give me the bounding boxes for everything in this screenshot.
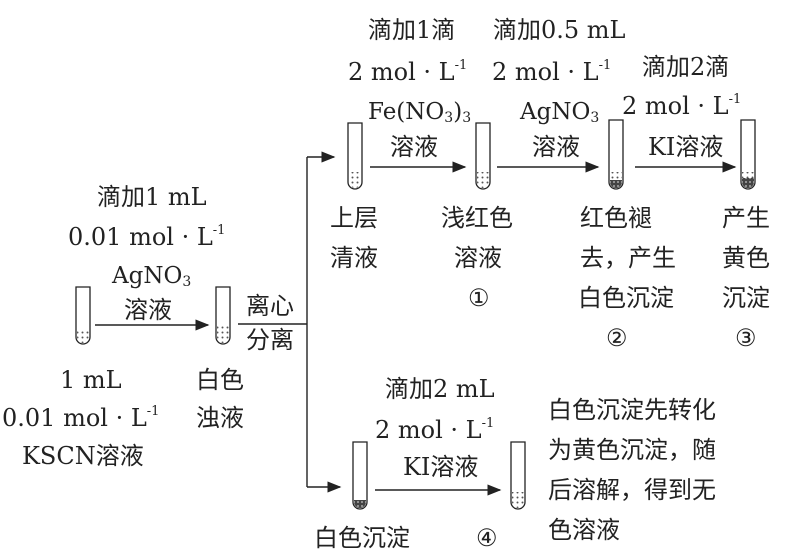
step3-amount: 滴加2滴 xyxy=(642,53,730,81)
tube1-label-1: 浅红色 xyxy=(441,204,513,232)
step1-amount: 滴加1滴 xyxy=(368,16,456,44)
tube4-number: ④ xyxy=(476,524,498,552)
step3-conc: 2 mol · L-1 xyxy=(622,92,741,120)
step2-amount: 滴加0.5 mL xyxy=(493,16,626,44)
step1-conc: 2 mol · L-1 xyxy=(348,58,467,86)
left-reagent-solution: 溶液 xyxy=(124,296,172,324)
conc-text: 0.01 mol · L xyxy=(68,223,213,251)
tube3-number: ③ xyxy=(735,324,757,352)
observation-line-4: 色溶液 xyxy=(548,516,620,544)
start-volume: 1 mL xyxy=(60,366,122,394)
conc-sup: -1 xyxy=(212,223,226,238)
step1-formula: Fe(NO3)3 xyxy=(368,98,471,126)
tube2-label-1: 红色褪 xyxy=(580,204,652,232)
test-tube-precipitate xyxy=(352,441,368,510)
conc-sup: -1 xyxy=(481,416,495,431)
step2-formula: AgNO3 xyxy=(520,98,599,126)
tube1-label-2: 溶液 xyxy=(454,244,502,272)
separation-label-2: 分离 xyxy=(246,326,294,354)
test-tube-icons xyxy=(75,119,756,510)
tube2-number: ② xyxy=(606,324,628,352)
supernatant-label-1: 上层 xyxy=(330,204,378,232)
bottom-step-conc: 2 mol · L-1 xyxy=(375,416,494,444)
conc-text: 2 mol · L xyxy=(348,58,455,86)
tube3-label-2: 黄色 xyxy=(722,244,770,272)
tube1-number: ① xyxy=(468,284,490,312)
formula-sub: 3 xyxy=(590,110,600,126)
tube3-label-1: 产生 xyxy=(722,204,770,232)
tube2-label-2: 去，产生 xyxy=(580,244,676,272)
step2-conc: 2 mol · L-1 xyxy=(492,58,611,86)
formula-sub: 3 xyxy=(182,274,192,290)
formula-text: Fe(NO xyxy=(368,99,445,125)
observation-line-1: 白色沉淀先转化 xyxy=(548,396,716,424)
conc-text: 2 mol · L xyxy=(622,92,729,120)
step3-solution: KI溶液 xyxy=(648,133,724,161)
tube3-label-3: 沉淀 xyxy=(722,284,770,312)
conc-text: 0.01 mol · L xyxy=(2,404,147,432)
conc-sup: -1 xyxy=(598,58,612,73)
conc-sup: -1 xyxy=(454,58,468,73)
formula-text: AgNO xyxy=(112,263,183,289)
left-reagent-volume: 滴加1 mL xyxy=(97,183,207,211)
conc-text: 2 mol · L xyxy=(492,58,599,86)
step1-solution: 溶液 xyxy=(390,133,438,161)
observation-line-2: 为黄色沉淀，随 xyxy=(548,436,716,464)
left-reagent-conc: 0.01 mol · L-1 xyxy=(68,223,225,251)
test-tube-turbid xyxy=(215,286,231,345)
bottom-step-solution: KI溶液 xyxy=(403,453,479,481)
formula-text: AgNO xyxy=(520,99,591,125)
precipitate-label: 白色沉淀 xyxy=(314,524,410,552)
turbid-label-1: 白色 xyxy=(196,366,244,394)
observation-line-3: 后溶解，得到无 xyxy=(548,476,716,504)
left-reagent-formula: AgNO3 xyxy=(112,262,191,290)
tube2-label-3: 白色沉淀 xyxy=(578,284,674,312)
test-tube-1 xyxy=(475,122,491,190)
test-tube-3 xyxy=(740,119,756,190)
test-tube-2 xyxy=(608,119,624,190)
formula-text: ) xyxy=(453,99,463,125)
conc-text: 2 mol · L xyxy=(375,416,482,444)
step2-solution: 溶液 xyxy=(532,133,580,161)
start-reagent: KSCN溶液 xyxy=(22,442,144,470)
test-tube-kscn xyxy=(75,286,91,345)
test-tube-4 xyxy=(510,441,526,510)
formula-sub: 3 xyxy=(444,110,454,126)
bottom-step-amount: 滴加2 mL xyxy=(385,375,495,403)
supernatant-label-2: 清液 xyxy=(330,244,378,272)
test-tube-supernatant xyxy=(347,122,363,190)
start-conc: 0.01 mol · L-1 xyxy=(2,404,159,432)
separation-label-1: 离心 xyxy=(246,292,294,320)
turbid-label-2: 浊液 xyxy=(196,404,244,432)
conc-sup: -1 xyxy=(728,92,742,107)
conc-sup: -1 xyxy=(146,404,160,419)
formula-sub: 3 xyxy=(462,110,472,126)
